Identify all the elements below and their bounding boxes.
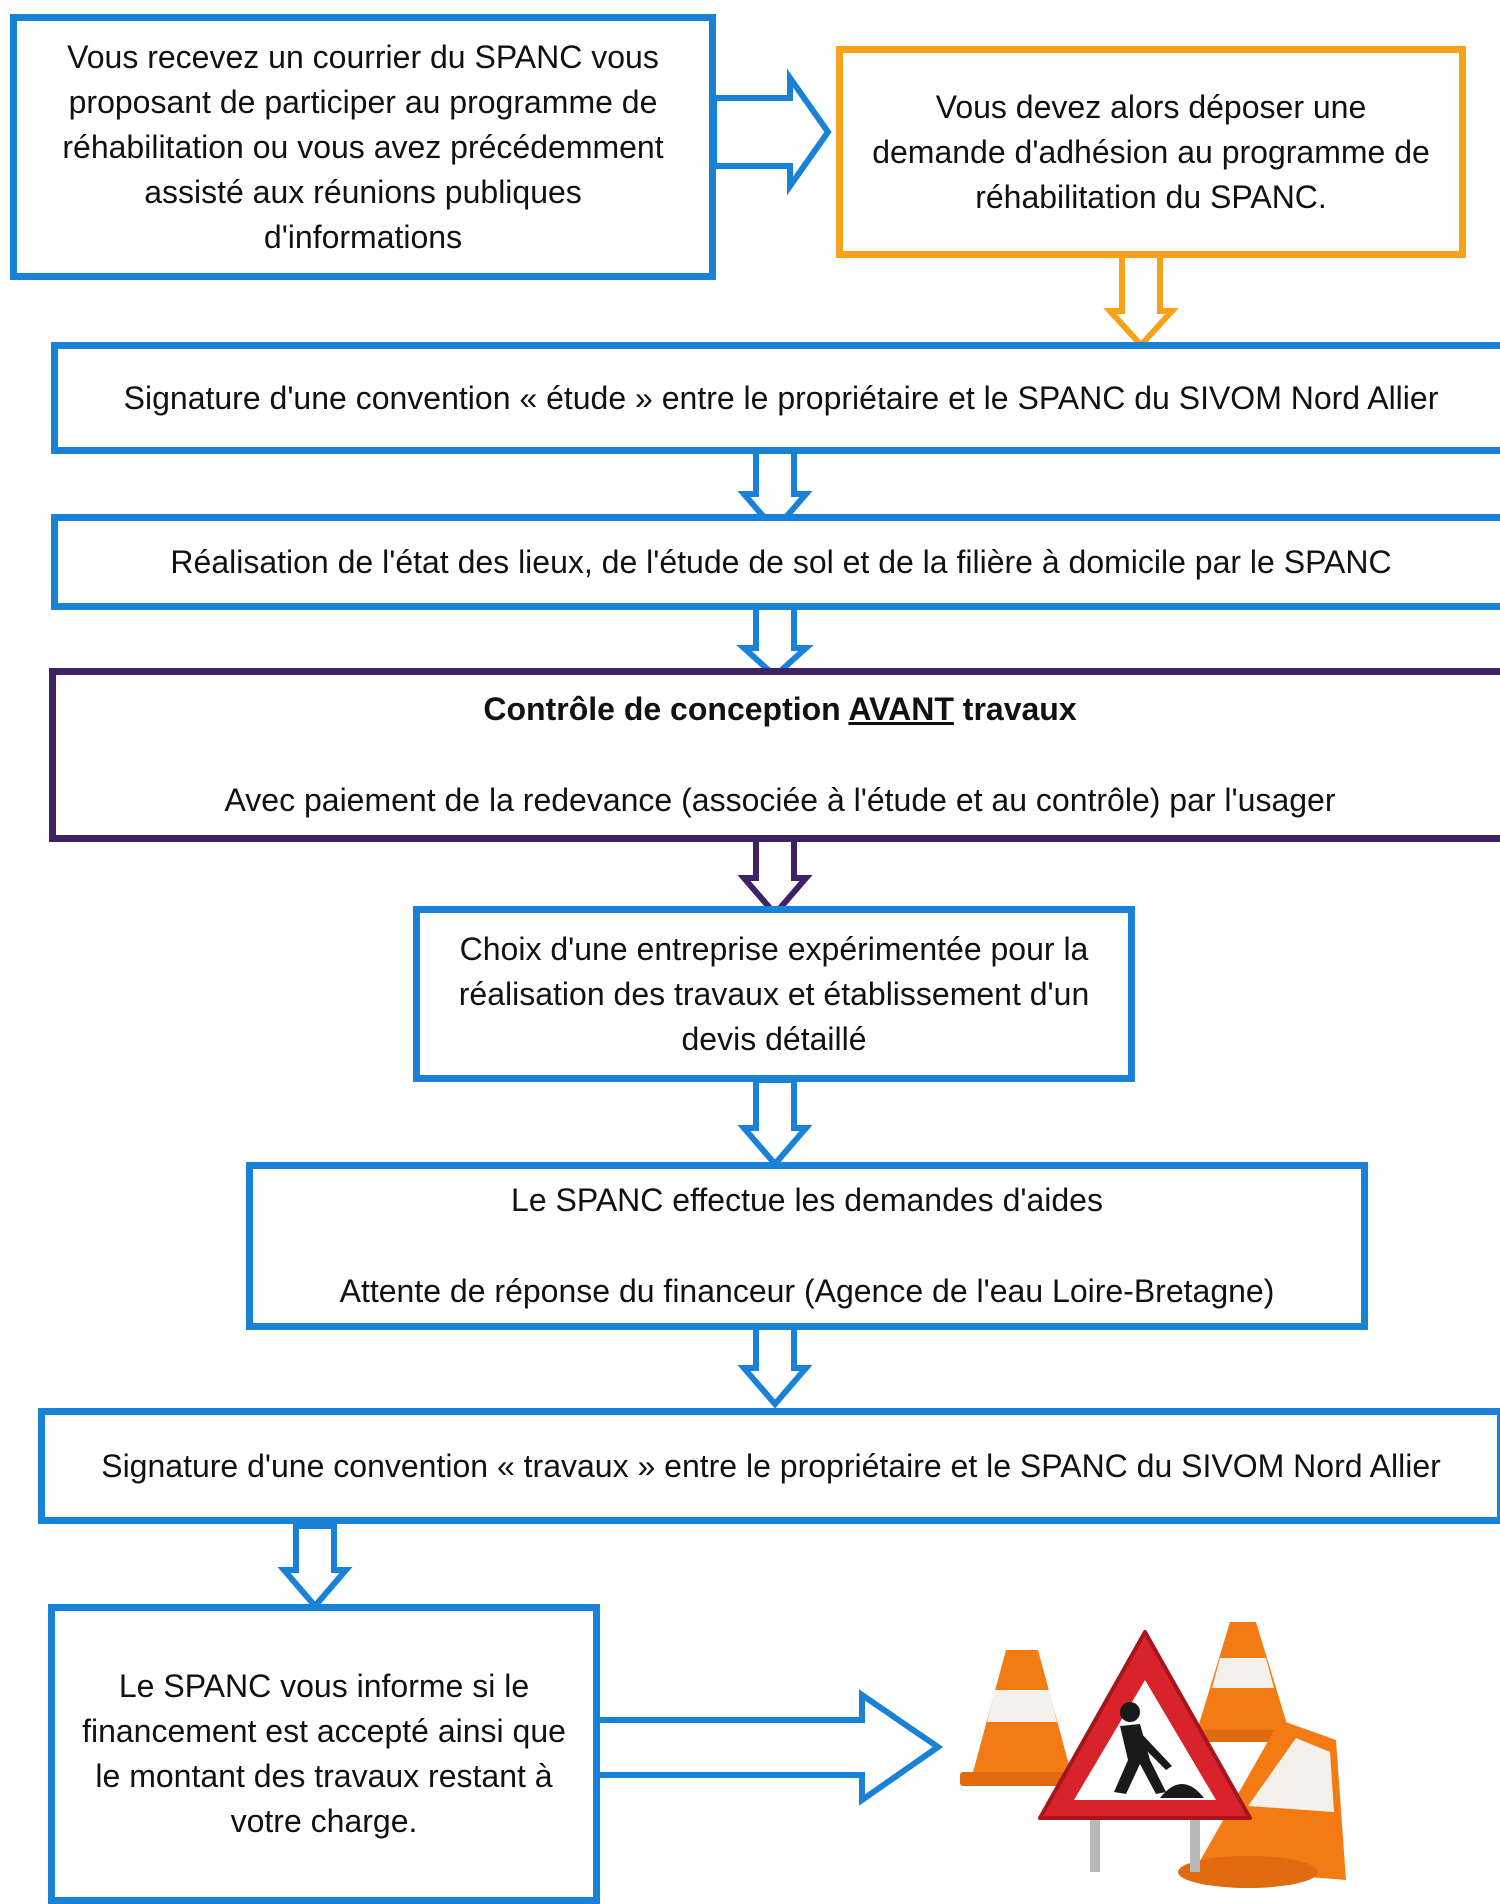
controle-title-before: Contrôle de conception: [483, 691, 849, 727]
arrow-right-1: [711, 68, 832, 196]
adhesion-line: réhabilitation du SPANC.: [975, 178, 1327, 215]
adhesion-line: Vous devez alors déposer une: [935, 88, 1367, 125]
step-controle-conception: Contrôle de conception AVANT travaux Ave…: [49, 668, 1500, 842]
arrow-down-6: [737, 1323, 813, 1409]
controle-title-underlined: AVANT: [848, 691, 954, 727]
step-courrier: Vous recevez un courrier du SPANC vous p…: [10, 14, 716, 280]
courrier-line: proposant de participer au programme de: [68, 83, 658, 120]
courrier-line: d'informations: [263, 218, 463, 255]
controle-text: Avec paiement de la redevance (associée …: [224, 782, 1336, 818]
step-convention-travaux: Signature d'une convention « travaux » e…: [38, 1408, 1500, 1524]
adhesion-line: demande d'adhésion au programme de: [872, 133, 1430, 170]
courrier-line: réhabilitation ou vous avez précédemment: [62, 128, 664, 165]
aides-line1: Le SPANC effectue les demandes d'aides: [511, 1182, 1103, 1218]
etat-des-lieux-text: Réalisation de l'état des lieux, de l'ét…: [170, 543, 1392, 580]
step-demandes-aides: Le SPANC effectue les demandes d'aides A…: [246, 1162, 1368, 1330]
step-convention-etude: Signature d'une convention « étude » ent…: [51, 342, 1500, 454]
aides-line2: Attente de réponse du financeur (Agence …: [339, 1273, 1275, 1309]
convention-travaux-text: Signature d'une convention « travaux » e…: [101, 1447, 1441, 1484]
arrow-down-7: [277, 1523, 353, 1611]
arrow-down-3: [736, 603, 814, 681]
arrow-down-5: [737, 1077, 813, 1169]
roadworks-cones-sign-icon: [960, 1622, 1346, 1888]
controle-title: Contrôle de conception AVANT travaux: [483, 687, 1076, 732]
entreprise-line: réalisation des travaux et établissement…: [458, 975, 1090, 1012]
courrier-line: assisté aux réunions publiques: [144, 173, 582, 210]
convention-etude-text: Signature d'une convention « étude » ent…: [123, 379, 1439, 416]
step-information: Le SPANC vous informe si le financement …: [48, 1604, 600, 1904]
arrow-down-1: [1103, 250, 1179, 350]
entreprise-line: devis détaillé: [681, 1020, 867, 1057]
information-line: votre charge.: [230, 1803, 418, 1839]
step-adhesion: Vous devez alors déposer une demande d'a…: [836, 46, 1466, 258]
arrow-down-4: [737, 835, 813, 919]
information-line: financement est accepté ainsi que: [82, 1713, 566, 1749]
step-entreprise: Choix d'une entreprise expérimentée pour…: [413, 906, 1135, 1082]
entreprise-line: Choix d'une entreprise expérimentée pour…: [459, 930, 1089, 967]
controle-title-after: travaux: [953, 691, 1077, 727]
information-line: Le SPANC vous informe si le: [118, 1668, 530, 1704]
arrow-right-2: [593, 1689, 944, 1806]
information-line: le montant des travaux restant à: [95, 1758, 553, 1794]
arrow-down-2: [737, 447, 813, 535]
step-etat-des-lieux: Réalisation de l'état des lieux, de l'ét…: [51, 514, 1500, 610]
courrier-line: Vous recevez un courrier du SPANC vous: [67, 38, 659, 75]
